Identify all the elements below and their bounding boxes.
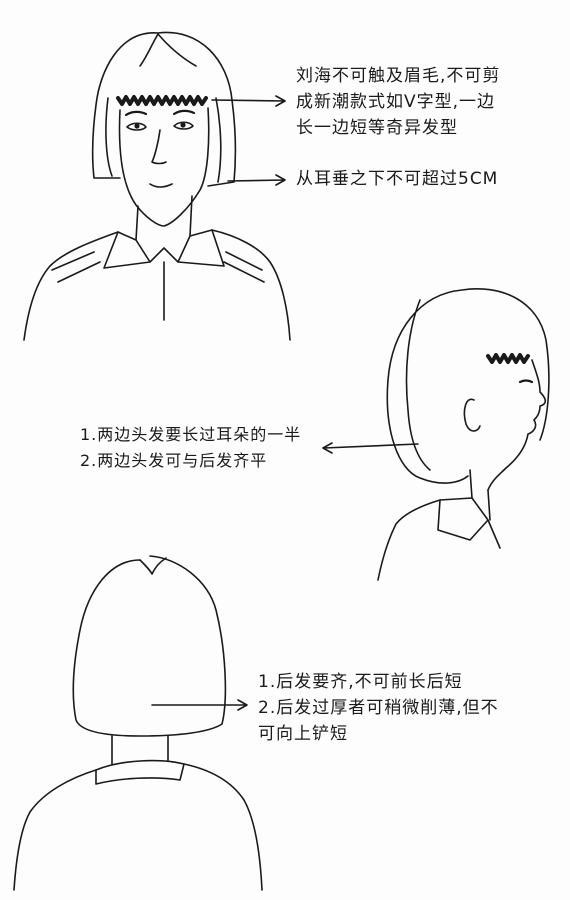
front-nose xyxy=(151,129,167,165)
arrow-bangs xyxy=(211,95,286,107)
back-view-figure xyxy=(13,555,263,891)
side-shoulder xyxy=(377,499,441,581)
back-neck xyxy=(111,735,169,765)
back-hair-note: 1.后发要齐,不可前长后短 2.后发过厚者可稍微削薄,但不 可向上铲短 xyxy=(258,669,499,747)
side-hair-note: 1.两边头发要长过耳朵的一半 2.两边头发可与后发齐平 xyxy=(80,422,301,474)
side-hair-inner xyxy=(405,299,431,471)
front-collar xyxy=(103,229,225,269)
back-hair-line-2: 2.后发过厚者可稍微削薄,但不 xyxy=(258,698,499,718)
ear-length-line-1: 从耳垂之下不可超过5CM xyxy=(296,169,499,189)
side-hair-line-2: 2.两边头发可与后发齐平 xyxy=(80,451,268,470)
arrow-ear xyxy=(227,174,286,186)
arrow-side xyxy=(322,442,419,454)
side-hair-outline xyxy=(386,288,550,484)
back-arrows xyxy=(151,699,248,711)
side-ear xyxy=(463,398,481,432)
back-hair-line-1: 1.后发要齐,不可前长后短 xyxy=(258,672,463,692)
back-hair-outline xyxy=(72,555,227,737)
front-bangs xyxy=(116,95,208,106)
front-mouth xyxy=(149,183,173,188)
back-hair-crown xyxy=(139,557,167,575)
front-hair-side-left xyxy=(105,97,113,177)
front-left-eye xyxy=(126,122,147,131)
bangs-rule-line-2: 成新潮款式如V字型,一边 xyxy=(296,92,496,112)
front-right-eye xyxy=(173,121,194,130)
front-right-eyebrow xyxy=(172,109,196,116)
front-shoulders xyxy=(23,229,291,341)
front-hair-side-right xyxy=(215,97,222,183)
bangs-rule-note: 刘海不可触及眉毛,不可剪 成新潮款式如V字型,一边 长一边短等奇异发型 xyxy=(296,63,500,141)
side-bangs xyxy=(486,353,530,364)
back-collar xyxy=(95,759,185,785)
front-face-outline xyxy=(118,107,210,227)
arrow-back xyxy=(151,699,248,711)
side-collar xyxy=(437,497,501,549)
front-hair-parting xyxy=(139,33,197,67)
back-shoulders xyxy=(13,763,263,891)
side-face-profile xyxy=(487,359,547,491)
side-hair-line-1: 1.两边头发要长过耳朵的一半 xyxy=(80,425,302,444)
front-neck xyxy=(135,195,193,241)
side-eye xyxy=(518,379,534,384)
side-neck xyxy=(469,469,491,521)
side-arrows xyxy=(322,442,419,454)
front-epaulettes xyxy=(51,251,265,283)
front-left-eyebrow xyxy=(124,110,148,117)
back-hair-line-3: 可向上铲短 xyxy=(258,724,348,744)
ear-length-note: 从耳垂之下不可超过5CM xyxy=(296,166,498,192)
bangs-rule-line-1: 刘海不可触及眉毛,不可剪 xyxy=(296,66,501,86)
bangs-rule-line-3: 长一边短等奇异发型 xyxy=(296,118,458,138)
front-view-figure xyxy=(23,31,291,341)
side-view-figure xyxy=(377,288,550,581)
front-arrows xyxy=(211,95,286,186)
